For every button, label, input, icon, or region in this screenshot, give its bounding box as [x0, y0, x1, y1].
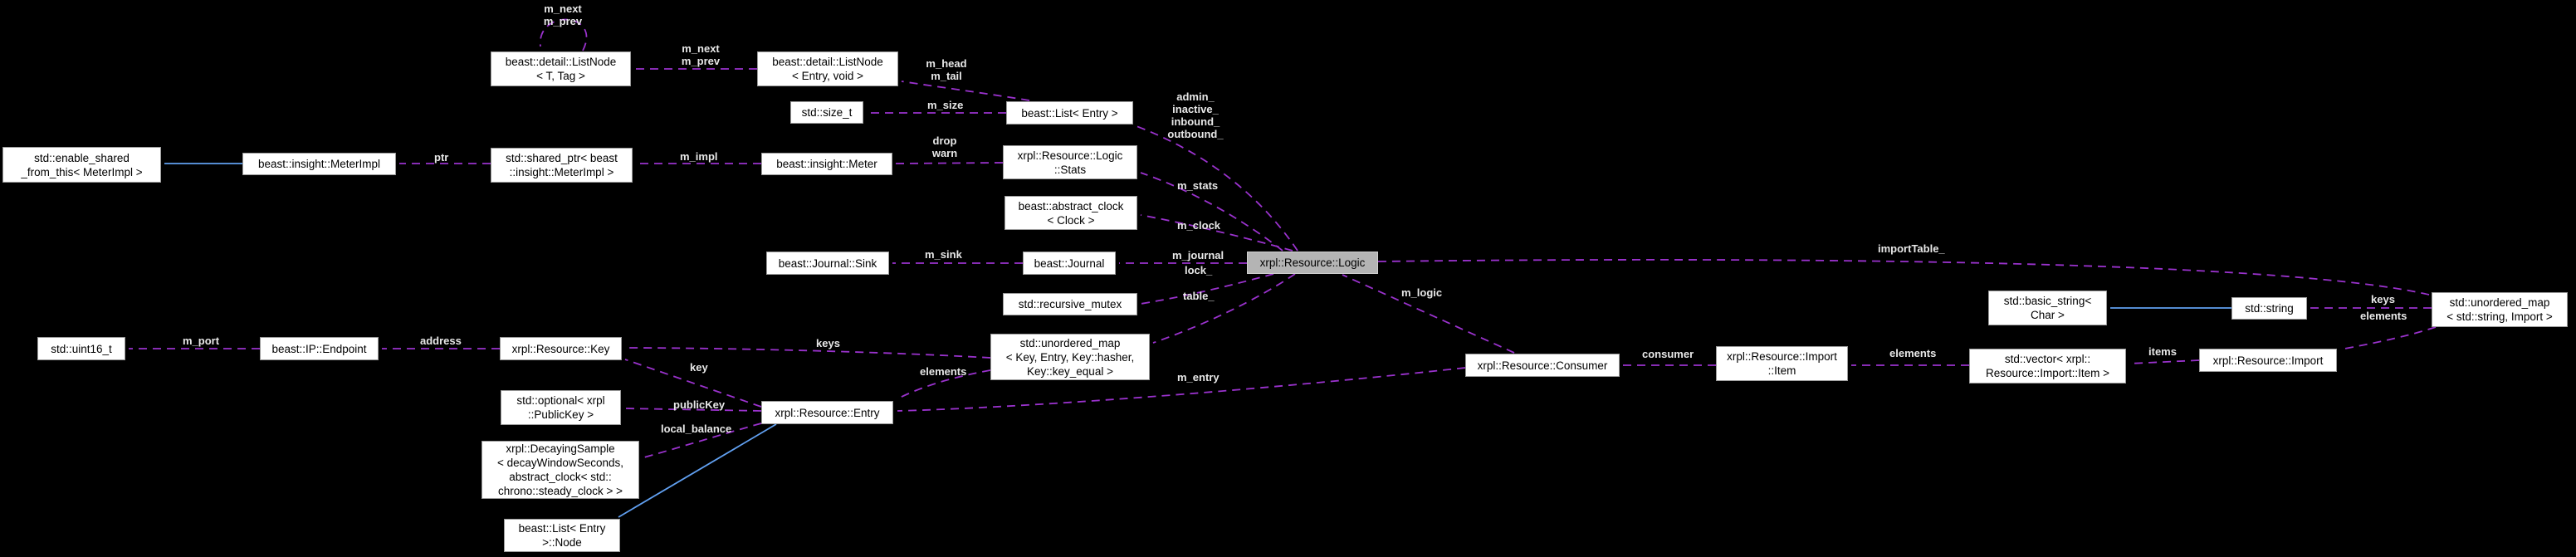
edge-key [624, 359, 762, 408]
node-beast-insight-meter[interactable]: beast::insight::Meter [761, 153, 892, 175]
node-std-unordered-map-string-import[interactable]: std::unordered_map < std::string, Import… [2432, 292, 2568, 327]
node-beast-list-entry[interactable]: beast::List< Entry > [1006, 101, 1133, 125]
node-beast-list-entry-node[interactable]: beast::List< Entry >::Node [504, 519, 620, 552]
edge-label-list-members: admin_ inactive_ inbound_ outbound_ [1167, 90, 1224, 140]
edge-label-import-table: importTable_ [1878, 242, 1945, 255]
edge-label-key: key [690, 361, 708, 374]
edge-elements-map-entry [896, 369, 991, 400]
edge-label-elements-vector-item: elements [1889, 347, 1937, 359]
node-beast-ip-endpoint[interactable]: beast::IP::Endpoint [260, 337, 379, 360]
edge-m-stats [1140, 172, 1283, 252]
edge-m-logic [1342, 274, 1515, 354]
edge-inherit-entry-listnode [618, 423, 777, 518]
edge-label-m-stats: m_stats [1177, 179, 1219, 192]
edge-m-clock [1140, 214, 1293, 252]
edge-head-tail [901, 81, 1030, 101]
edge-label-m-size: m_size [927, 99, 964, 111]
node-xrpl-resource-logic-stats[interactable]: xrpl::Resource::Logic ::Stats [1003, 145, 1137, 179]
node-beast-insight-meterimpl[interactable]: beast::insight::MeterImpl [242, 153, 396, 175]
node-beast-detail-listnode-entry-void[interactable]: beast::detail::ListNode < Entry, void > [757, 51, 898, 86]
edge-label-m-sink: m_sink [925, 248, 962, 261]
node-xrpl-resource-consumer[interactable]: xrpl::Resource::Consumer [1465, 354, 1620, 377]
edge-label-lock: lock_ [1185, 264, 1213, 276]
node-xrpl-resource-logic[interactable]: xrpl::Resource::Logic [1247, 252, 1378, 274]
edge-label-m-clock: m_clock [1177, 219, 1221, 232]
node-beast-journal-sink[interactable]: beast::Journal::Sink [766, 252, 889, 275]
node-std-enable-shared-from-this[interactable]: std::enable_shared _from_this< MeterImpl… [2, 147, 161, 183]
edge-label-publickey: publicKey [673, 398, 726, 411]
edge-label-self-next-prev: m_next m_prev [543, 2, 583, 27]
edge-label-m-journal: m_journal [1172, 249, 1224, 261]
edge-label-elements-map-entry: elements [920, 365, 967, 378]
edge-label-next-prev: m_next m_prev [681, 42, 721, 67]
node-beast-abstract-clock[interactable]: beast::abstract_clock < Clock > [1004, 196, 1137, 230]
node-xrpl-decayingsample[interactable]: xrpl::DecayingSample < decayWindowSecond… [481, 441, 639, 499]
node-std-recursive-mutex[interactable]: std::recursive_mutex [1003, 293, 1137, 315]
edge-label-m-port: m_port [183, 335, 220, 347]
edge-drop-warn [895, 162, 1004, 164]
node-xrpl-resource-import[interactable]: xrpl::Resource::Import [2199, 349, 2337, 372]
edge-local-balance [643, 423, 762, 458]
edge-label-keys-map-string: keys [2371, 293, 2395, 305]
edge-publickey [623, 408, 762, 412]
edge-keys-map-key [624, 347, 991, 359]
edge-label-address: address [420, 335, 462, 347]
edge-label-ptr: ptr [434, 151, 449, 164]
node-beast-journal[interactable]: beast::Journal [1023, 252, 1116, 275]
node-std-basic-string[interactable]: std::basic_string< Char > [1988, 291, 2107, 325]
node-std-vector-import-item[interactable]: std::vector< xrpl:: Resource::Import::It… [1969, 349, 2126, 384]
node-std-optional-publickey[interactable]: std::optional< xrpl ::PublicKey > [501, 390, 621, 425]
edge-label-drop-warn: drop warn [931, 134, 958, 159]
edge-self-next-prev [540, 18, 588, 51]
edge-label-table: table_ [1183, 290, 1215, 302]
node-beast-detail-listnode-t-tag[interactable]: beast::detail::ListNode < T, Tag > [491, 51, 631, 86]
node-std-unordered-map-key-entry[interactable]: std::unordered_map < Key, Entry, Key::ha… [990, 334, 1150, 380]
edge-label-head-tail: m_head m_tail [926, 57, 967, 82]
edge-import-table [1377, 259, 2430, 296]
edge-label-m-entry: m_entry [1177, 371, 1220, 384]
node-std-size-t[interactable]: std::size_t [790, 101, 863, 124]
node-std-string[interactable]: std::string [2231, 297, 2307, 320]
edge-label-local-balance: local_balance [661, 423, 732, 435]
node-std-shared-ptr-meterimpl[interactable]: std::shared_ptr< beast ::insight::MeterI… [491, 148, 633, 183]
edge-elements-map-import [2339, 326, 2437, 350]
edge-label-m-impl: m_impl [680, 150, 718, 163]
node-std-uint16-t[interactable]: std::uint16_t [37, 337, 125, 360]
edge-label-keys-map-key: keys [816, 337, 840, 349]
edge-label-m-logic: m_logic [1401, 286, 1443, 299]
edge-label-items: items [2148, 345, 2177, 358]
edge-m-entry [897, 367, 1466, 412]
edge-label-elements-map-import: elements [2360, 310, 2407, 322]
edge-table [1152, 273, 1296, 344]
edge-lock [1140, 273, 1274, 305]
node-xrpl-resource-entry[interactable]: xrpl::Resource::Entry [761, 401, 893, 424]
edge-label-consumer: consumer [1642, 348, 1694, 360]
edge-items [2129, 359, 2200, 364]
node-xrpl-resource-import-item[interactable]: xrpl::Resource::Import ::Item [1716, 346, 1848, 381]
node-xrpl-resource-key[interactable]: xrpl::Resource::Key [500, 337, 622, 360]
